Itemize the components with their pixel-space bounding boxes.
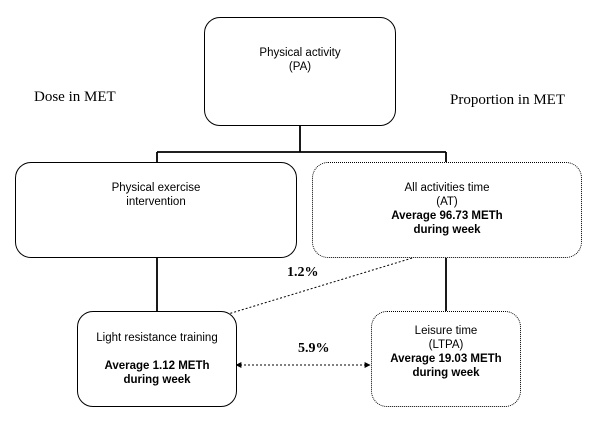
node-pa-line1: Physical activity xyxy=(259,47,341,59)
lrt-at-arrow xyxy=(214,250,433,320)
edge-label-lrt-ltpa: 5.9% xyxy=(298,341,330,356)
node-ltpa-line1: Leisure time xyxy=(414,325,478,337)
proportion-label: Proportion in MET xyxy=(450,92,565,108)
node-exercise-line2: intervention xyxy=(126,196,186,208)
node-exercise-intervention: Physical exercise intervention xyxy=(15,162,297,258)
node-all-activities: All activities time (AT) Average 96.73 M… xyxy=(312,162,582,258)
node-ltpa-bold1: Average 19.03 METh xyxy=(390,353,502,365)
node-exercise-line1: Physical exercise xyxy=(111,182,201,194)
node-ltpa-bold2: during week xyxy=(412,367,480,379)
node-pa-line2: (PA) xyxy=(288,61,312,73)
node-light-resistance: Light resistance training Average 1.12 M… xyxy=(77,311,237,407)
node-lrt-bold1: Average 1.12 METh xyxy=(104,360,210,372)
edge-label-lrt-at: 1.2% xyxy=(287,265,319,280)
node-lrt-line1: Light resistance training xyxy=(96,332,218,344)
node-physical-activity: Physical activity (PA) xyxy=(204,17,396,126)
node-lrt-bold2: during week xyxy=(123,374,191,386)
node-at-bold2: during week xyxy=(413,224,481,236)
node-leisure-time: Leisure time (LTPA) Average 19.03 METh d… xyxy=(371,311,521,407)
node-at-line1: All activities time xyxy=(404,182,490,194)
node-at-line2: (AT) xyxy=(436,196,458,208)
dose-label: Dose in MET xyxy=(34,89,116,105)
node-ltpa-line2: (LTPA) xyxy=(428,339,464,351)
node-at-bold1: Average 96.73 METh xyxy=(391,210,503,222)
